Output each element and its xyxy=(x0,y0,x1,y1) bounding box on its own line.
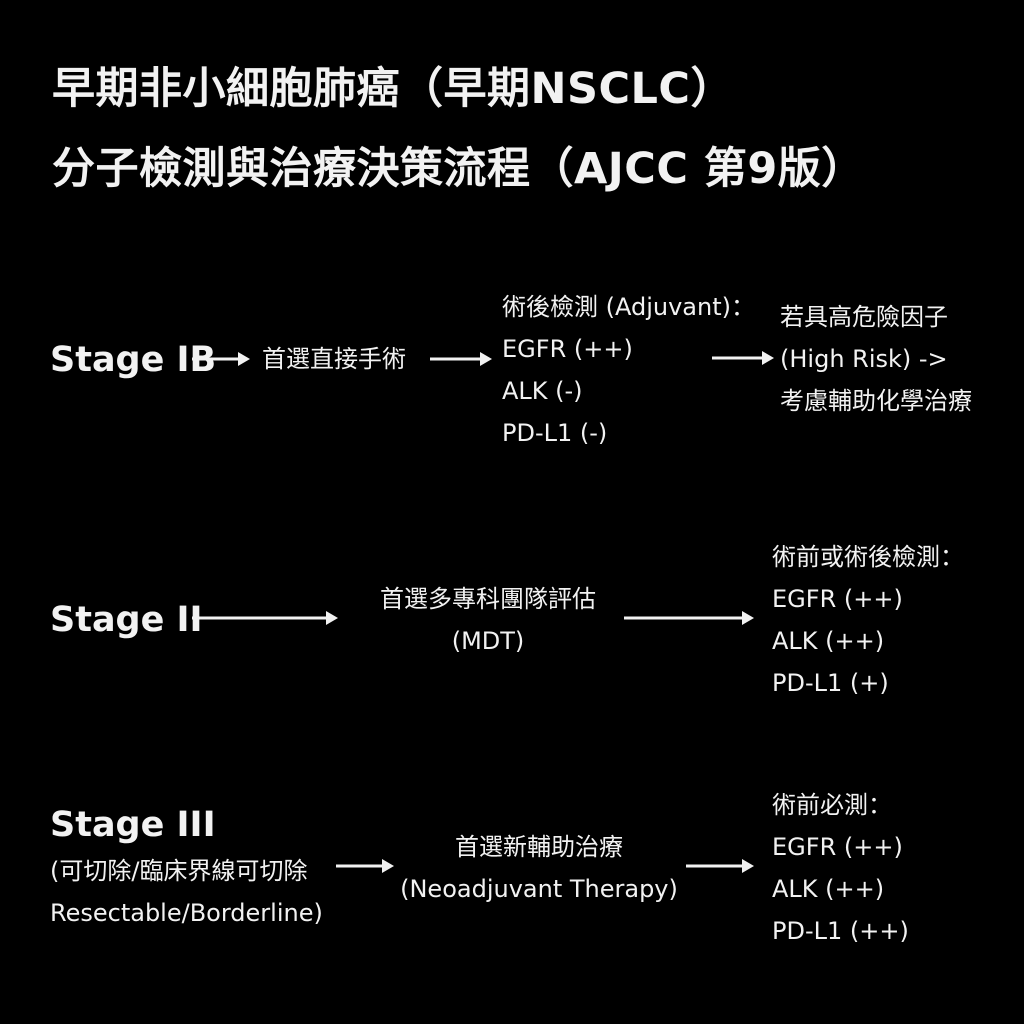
stage-iii-test-egfr: EGFR (++) xyxy=(772,833,903,861)
stage-ii-test-egfr: EGFR (++) xyxy=(772,585,903,613)
stage-ib-outcome-line-3: 考慮輔助化學治療 xyxy=(780,387,972,415)
stage-ii-test-alk: ALK (++) xyxy=(772,627,885,655)
stage-ib-outcome: 若具高危險因子 (High Risk) -> 考慮輔助化學治療 xyxy=(780,296,972,422)
stage-ib-test-pdl1: PD-L1 (-) xyxy=(502,419,608,447)
stage-iii-resectability-zh: (可切除/臨床界線可切除 xyxy=(50,857,308,885)
stage-ib-outcome-line-2: (High Risk) -> xyxy=(780,345,948,373)
stage-iii-tests: 術前必測： EGFR (++) ALK (++) PD-L1 (++) xyxy=(772,784,909,952)
stage-iii-neoadjuvant-line-1: 首選新輔助治療 xyxy=(455,833,623,861)
stage-iii-label: Stage III xyxy=(50,805,216,845)
stage-ib-outcome-line-1: 若具高危險因子 xyxy=(780,303,948,331)
stage-iii-test-pdl1: PD-L1 (++) xyxy=(772,917,909,945)
stage-iii-tests-heading: 術前必測： xyxy=(772,791,892,819)
stage-iii-resectability-en: Resectable/Borderline) xyxy=(50,899,323,927)
stage-ii-tests-heading: 術前或術後檢測： xyxy=(772,543,964,571)
arrow-right-icon xyxy=(336,859,394,873)
arrow-right-icon xyxy=(430,352,492,366)
stage-ii-tests: 術前或術後檢測： EGFR (++) ALK (++) PD-L1 (+) xyxy=(772,536,964,704)
arrow-right-icon xyxy=(192,352,250,366)
title-line-1: 早期非小細胞肺癌（早期NSCLC） xyxy=(52,64,734,114)
arrow-right-icon xyxy=(686,859,754,873)
stage-ii-mdt: 首選多專科團隊評估 (MDT) xyxy=(340,578,636,662)
arrow-right-icon xyxy=(192,611,338,625)
stage-ii-label: Stage II xyxy=(50,600,203,640)
arrow-right-icon xyxy=(624,611,754,625)
stage-ib-label: Stage IB xyxy=(50,340,217,380)
title-line-2: 分子檢測與治療決策流程（AJCC 第9版） xyxy=(52,144,865,194)
stage-ib-tests: 術後檢測 (Adjuvant)： EGFR (++) ALK (-) PD-L1… xyxy=(502,286,755,454)
stage-ii-test-pdl1: PD-L1 (+) xyxy=(772,669,889,697)
stage-ib-tests-heading: 術後檢測 (Adjuvant)： xyxy=(502,293,755,321)
stage-iii-neoadjuvant: 首選新輔助治療 (Neoadjuvant Therapy) xyxy=(394,826,684,910)
stage-ii-mdt-line-2: (MDT) xyxy=(451,627,525,655)
stage-ii-mdt-line-1: 首選多專科團隊評估 xyxy=(380,585,596,613)
stage-ib-test-alk: ALK (-) xyxy=(502,377,583,405)
stage-iii-test-alk: ALK (++) xyxy=(772,875,885,903)
stage-ib-test-egfr: EGFR (++) xyxy=(502,335,633,363)
stage-ib-surgery: 首選直接手術 xyxy=(262,345,406,373)
arrow-right-icon xyxy=(712,351,774,365)
stage-iii-neoadjuvant-line-2: (Neoadjuvant Therapy) xyxy=(400,875,678,903)
